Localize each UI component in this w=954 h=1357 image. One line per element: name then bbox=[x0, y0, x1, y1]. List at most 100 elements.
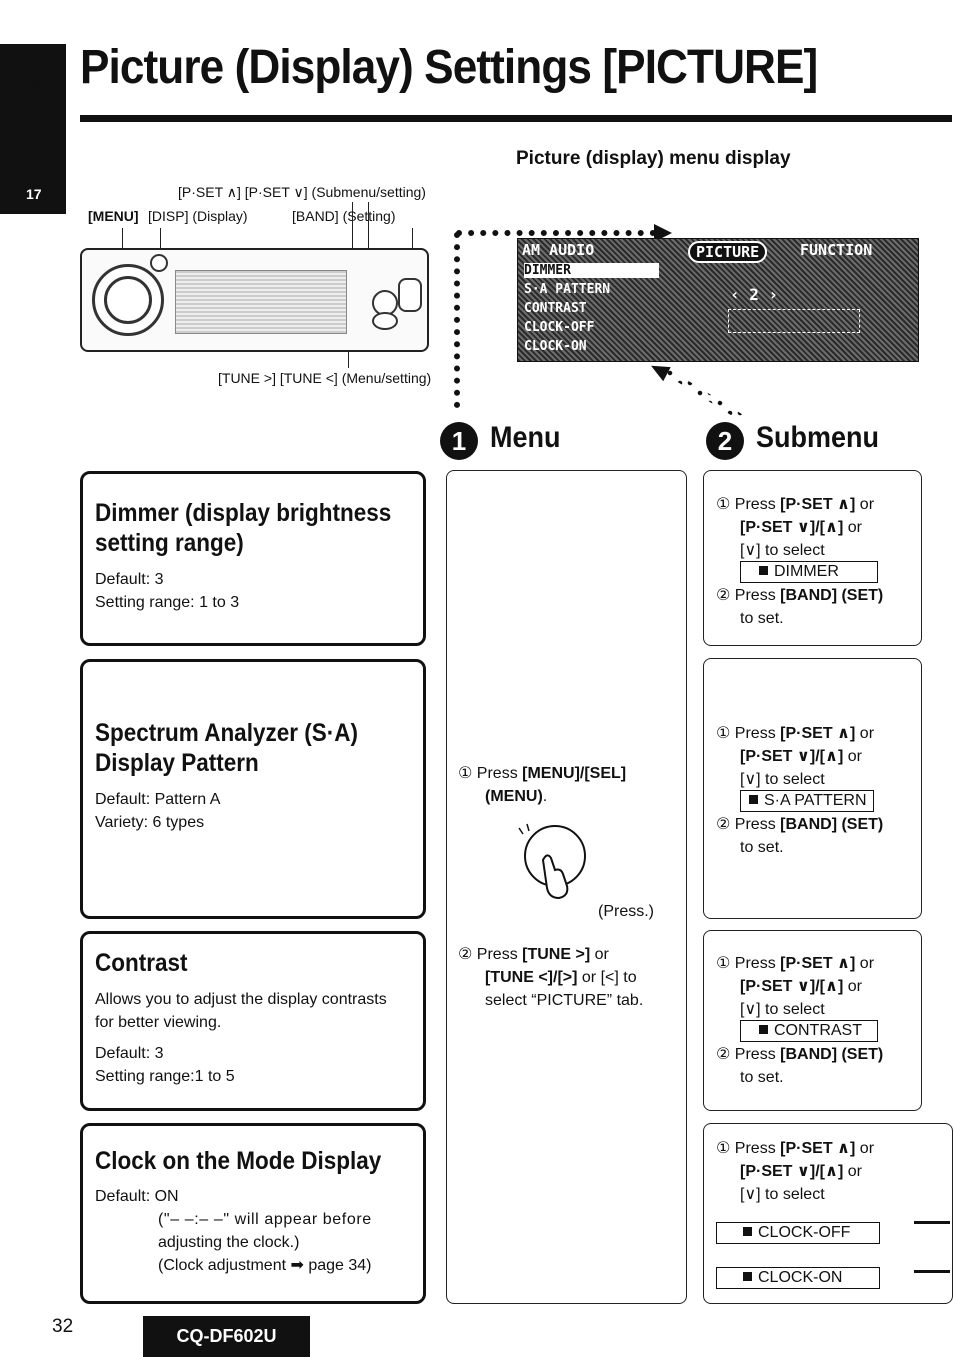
dash-mark bbox=[914, 1221, 950, 1224]
square-icon bbox=[743, 1272, 752, 1281]
menu-screen-tab: AM AUDIO bbox=[522, 241, 595, 259]
submenu-tag-sa-pattern: S·A PATTERN bbox=[740, 790, 874, 812]
step-key: [BAND] (SET) bbox=[780, 1046, 884, 1063]
step-text: ① Press bbox=[716, 1140, 781, 1157]
menu-screen-item-selected: DIMMER bbox=[524, 263, 659, 278]
value-bar bbox=[728, 309, 860, 333]
step-key: [BAND] (SET) bbox=[780, 816, 884, 833]
setting-box-dimmer bbox=[80, 471, 426, 646]
language-letter: S bbox=[33, 138, 43, 154]
menu-display-heading: Picture (display) menu display bbox=[516, 148, 791, 169]
tune-button-label: [TUNE >] [TUNE <] (Menu/setting) bbox=[218, 370, 432, 386]
title-rule bbox=[80, 115, 952, 122]
language-letter: E bbox=[33, 58, 43, 74]
submenu-step: ① Press [P·SET ∧] or bbox=[716, 722, 874, 745]
setting-text: Setting range: 1 to 3 bbox=[95, 594, 240, 611]
step-text: or [<] to bbox=[577, 969, 637, 986]
step-key: [P·SET ∧] bbox=[780, 1140, 856, 1157]
language-letter: N bbox=[32, 74, 44, 90]
tag-label: CONTRAST bbox=[774, 1022, 862, 1039]
submenu-step: [P·SET ∨]/[∧] or bbox=[740, 516, 862, 539]
step-text: ① Press bbox=[716, 496, 781, 513]
submenu-box-clock bbox=[703, 1123, 953, 1304]
submenu-step: ② Press [BAND] (SET) bbox=[716, 584, 883, 607]
square-icon bbox=[759, 1025, 768, 1034]
language-letter: G bbox=[32, 90, 44, 106]
submenu-step: [P·SET ∨]/[∧] or bbox=[740, 975, 862, 998]
menu-button-label: [MENU] bbox=[88, 208, 139, 224]
submenu-section-number: 2 bbox=[706, 422, 744, 460]
step-text: or bbox=[843, 1163, 862, 1180]
menu-step-1-cont: (MENU). bbox=[485, 785, 547, 808]
side-page-number: 17 bbox=[26, 186, 42, 202]
menu-step-2-cont: [TUNE <]/[>] or [<] to bbox=[485, 966, 637, 989]
language-letters: E N G L I S H bbox=[30, 58, 46, 170]
setting-text: Default: Pattern A bbox=[95, 791, 221, 808]
setting-title: Clock on the Mode Display bbox=[95, 1147, 382, 1175]
setting-title: Contrast bbox=[95, 949, 188, 977]
tag-label: CLOCK-OFF bbox=[758, 1224, 851, 1241]
picture-menu-screen: AM AUDIO PICTURE FUNCTION DIMMER S·A PAT… bbox=[517, 238, 919, 362]
step-number: ① bbox=[458, 765, 473, 782]
submenu-box-sa-pattern bbox=[703, 658, 922, 919]
dotted-connector bbox=[655, 368, 745, 416]
menu-step-2: ② Press [TUNE >] or bbox=[458, 943, 609, 966]
submenu-step: ① Press [P·SET ∧] or bbox=[716, 493, 874, 516]
submenu-step: ① Press [P·SET ∧] or bbox=[716, 952, 874, 975]
step-key: [MENU]/[SEL] bbox=[522, 765, 627, 782]
step-key: [P·SET ∧] bbox=[780, 725, 856, 742]
setting-text: ("– –:– –" will appear before bbox=[158, 1211, 372, 1228]
square-icon bbox=[749, 795, 758, 804]
step-text: Press bbox=[476, 765, 523, 782]
arrow-left-icon bbox=[647, 358, 671, 382]
page-number: 32 bbox=[52, 1316, 74, 1337]
press-note: (Press.) bbox=[598, 903, 654, 920]
step-key: [P·SET ∧] bbox=[780, 496, 856, 513]
menu-screen-tab: FUNCTION bbox=[800, 241, 873, 259]
band-button-label: [BAND] (Setting) bbox=[292, 208, 396, 224]
step-text: or bbox=[590, 946, 609, 963]
step-key: [P·SET ∨]/[∧] bbox=[740, 748, 844, 765]
menu-section-title: Menu bbox=[490, 421, 561, 454]
setting-text: Default: 3 bbox=[95, 571, 164, 588]
step-key: [P·SET ∧] bbox=[780, 955, 856, 972]
step-text: ② Press bbox=[716, 587, 781, 604]
square-icon bbox=[743, 1227, 752, 1236]
step-text: or bbox=[843, 519, 862, 536]
menu-step-1: ① Press [MENU]/[SEL] bbox=[458, 762, 626, 785]
submenu-box-dimmer bbox=[703, 470, 922, 646]
step-key: (MENU) bbox=[485, 788, 543, 805]
menu-section-number: 1 bbox=[440, 422, 478, 460]
leader-line bbox=[160, 228, 161, 262]
page-title: Picture (Display) Settings [PICTURE] bbox=[80, 41, 818, 94]
step-key: [P·SET ∨]/[∧] bbox=[740, 1163, 844, 1180]
submenu-tag-dimmer: DIMMER bbox=[740, 561, 878, 583]
submenu-step: to set. bbox=[740, 839, 784, 856]
setting-box-contrast bbox=[80, 931, 426, 1111]
step-text: ① Press bbox=[716, 955, 781, 972]
model-badge: CQ-DF602U bbox=[143, 1316, 310, 1357]
setting-text: (Clock adjustment ➡ page 34) bbox=[158, 1257, 372, 1274]
submenu-section-title: Submenu bbox=[756, 421, 880, 454]
pset-button-icon bbox=[372, 312, 398, 330]
menu-step-2-cont: select “PICTURE” tab. bbox=[485, 992, 644, 1009]
step-text: or bbox=[843, 978, 862, 995]
step-key: [TUNE >] bbox=[522, 946, 591, 963]
submenu-tag-clock-on: CLOCK-ON bbox=[716, 1267, 880, 1289]
step-key: [BAND] (SET) bbox=[780, 587, 884, 604]
language-side-tab bbox=[0, 44, 66, 214]
disp-button-icon bbox=[150, 254, 168, 272]
menu-screen-item: S·A PATTERN bbox=[524, 282, 611, 297]
setting-text: Default: ON bbox=[95, 1188, 179, 1205]
setting-text: Setting range:1 to 5 bbox=[95, 1068, 235, 1085]
pset-label: [P·SET ∧] [P·SET ∨] (Submenu/setting) bbox=[178, 184, 426, 200]
step-text: or bbox=[855, 725, 875, 742]
step-text: or bbox=[855, 1140, 875, 1157]
step-text: Press bbox=[476, 946, 523, 963]
square-icon bbox=[759, 566, 768, 575]
setting-text: for better viewing. bbox=[95, 1014, 222, 1031]
submenu-step: to set. bbox=[740, 610, 784, 627]
submenu-tag-clock-off: CLOCK-OFF bbox=[716, 1222, 880, 1244]
setting-title: Spectrum Analyzer (S·A) Display Pattern bbox=[95, 719, 358, 777]
tag-label: CLOCK-ON bbox=[758, 1269, 843, 1286]
